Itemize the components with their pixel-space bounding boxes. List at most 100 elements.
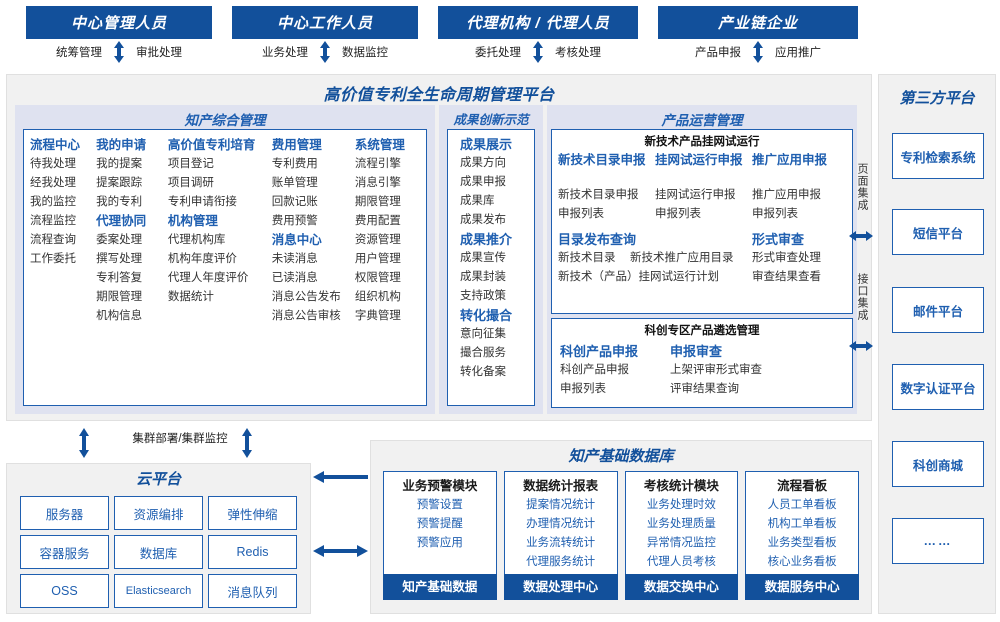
nt-review-item-0[interactable]: 形式审查处理 [752,252,821,264]
db-col1-item-2[interactable]: 业务流转统计 [526,537,596,549]
nt-col1-item-0[interactable]: 挂网试运行申报 [655,189,736,201]
db-col1-head[interactable]: 数据统计报表 [523,479,599,493]
inn-item-9[interactable]: 转化备案 [460,366,506,378]
db-col2-footer[interactable]: 数据交换中心 [624,574,739,600]
nt-review-item-1[interactable]: 审查结果查看 [752,271,821,283]
ip-col4-item-3[interactable]: 费用配置 [354,215,401,227]
sci-col0-item-1[interactable]: 申报列表 [560,383,606,395]
db-col1-item-1[interactable]: 办理情况统计 [526,518,596,530]
third-party-item-0[interactable]: 专利检索系统 [892,133,984,179]
sci-col1-item-1[interactable]: 评审结果查询 [670,383,739,395]
inn-item-1[interactable]: 成果申报 [460,176,506,188]
ip-col2-item-6[interactable]: 数据统计 [167,291,214,303]
db-col3-item-0[interactable]: 人员工单看板 [767,499,837,511]
ip-col1-item-2[interactable]: 我的专利 [96,196,143,208]
ip-col2-item-5[interactable]: 代理人年度评价 [167,272,249,284]
nt-col1-head[interactable]: 挂网试运行申报 [655,153,743,167]
nt-catalog-item-1[interactable]: 新技术推广应用目录 [630,252,734,264]
ip-col1-item-6[interactable]: 期限管理 [96,291,143,303]
ip-col0-item-5[interactable]: 工作委托 [30,253,76,265]
inn-item-7[interactable]: 意向征集 [460,328,506,340]
nt-col0-head[interactable]: 新技术目录申报 [558,153,646,167]
cloud-cell-2[interactable]: 弹性伸缩 [208,496,297,530]
role-title-2[interactable]: 代理机构 / 代理人员 [438,6,638,39]
nt-catalog-item-2[interactable]: 新技术（产品）挂网试运行计划 [558,271,719,283]
cloud-cell-5[interactable]: Redis [208,535,297,569]
ip-col2-item-1[interactable]: 项目调研 [167,177,214,189]
ip-col4-head-0[interactable]: 系统管理 [354,138,405,152]
ip-col1-head-1[interactable]: 代理协同 [96,214,147,228]
ip-col2-item-4[interactable]: 机构年度评价 [167,253,237,265]
db-col2-item-1[interactable]: 业务处理质量 [646,518,716,530]
nt-col2-head[interactable]: 推广应用申报 [752,153,828,167]
ip-col3-item-6[interactable]: 消息公告发布 [271,291,341,303]
cloud-cell-3[interactable]: 容器服务 [20,535,109,569]
ip-col3-item-5[interactable]: 已读消息 [271,272,318,284]
db-col3-head[interactable]: 流程看板 [777,479,828,493]
role-title-1[interactable]: 中心工作人员 [232,6,418,39]
ip-col0-item-3[interactable]: 流程监控 [30,215,76,227]
db-col0-head[interactable]: 业务预警模块 [402,479,478,493]
nt-col1-item-1[interactable]: 申报列表 [655,208,701,220]
ip-col4-item-0[interactable]: 流程引擎 [354,158,401,170]
ip-col1-item-5[interactable]: 专利答复 [96,272,143,284]
nt-col2-item-0[interactable]: 推广应用申报 [752,189,821,201]
nt-review-head[interactable]: 形式审查 [752,232,805,247]
ip-col0-item-1[interactable]: 经我处理 [30,177,76,189]
db-col1-item-0[interactable]: 提案情况统计 [526,499,596,511]
db-col0-item-2[interactable]: 预警应用 [416,537,463,549]
ip-col1-item-3[interactable]: 委案处理 [96,234,143,246]
ip-col3-head-1[interactable]: 消息中心 [271,233,322,247]
ip-col0-item-0[interactable]: 待我处理 [30,158,76,170]
ip-col3-item-4[interactable]: 未读消息 [271,253,318,265]
ip-col2-head-1[interactable]: 机构管理 [167,214,218,228]
inn-item-6[interactable]: 支持政策 [460,290,506,302]
third-party-item-5[interactable]: …… [892,518,984,564]
cloud-cell-0[interactable]: 服务器 [20,496,109,530]
db-col1-item-3[interactable]: 代理服务统计 [526,556,596,568]
db-col3-item-3[interactable]: 核心业务看板 [767,556,837,568]
inn-item-4[interactable]: 成果宣传 [460,252,506,264]
ip-col3-item-7[interactable]: 消息公告审核 [271,310,341,322]
inn-item-8[interactable]: 撮合服务 [460,347,506,359]
db-col2-item-3[interactable]: 代理人员考核 [646,556,716,568]
sci-col0-item-0[interactable]: 科创产品申报 [560,364,629,376]
ip-col2-item-0[interactable]: 项目登记 [167,158,214,170]
ip-col1-item-7[interactable]: 机构信息 [96,310,143,322]
inn-item-2[interactable]: 成果库 [460,195,495,207]
ip-col4-item-5[interactable]: 用户管理 [354,253,401,265]
ip-col3-item-1[interactable]: 账单管理 [271,177,318,189]
ip-col2-item-3[interactable]: 代理机构库 [167,234,226,246]
ip-col1-item-0[interactable]: 我的提案 [96,158,143,170]
ip-col2-item-2[interactable]: 专利申请衔接 [167,196,237,208]
db-col0-item-0[interactable]: 预警设置 [416,499,463,511]
db-col3-item-1[interactable]: 机构工单看板 [767,518,837,530]
ip-col0-head-0[interactable]: 流程中心 [30,138,81,152]
cloud-cell-7[interactable]: Elasticsearch [114,574,203,608]
db-col3-item-2[interactable]: 业务类型看板 [767,537,837,549]
inn-head-2[interactable]: 转化撮合 [460,308,513,323]
inn-item-5[interactable]: 成果封装 [460,271,506,283]
ip-col1-item-1[interactable]: 提案跟踪 [96,177,143,189]
cloud-cell-8[interactable]: 消息队列 [208,574,297,608]
db-col3-footer[interactable]: 数据服务中心 [745,574,859,600]
ip-col2-head-0[interactable]: 高价值专利培育 [167,138,256,152]
db-col0-item-1[interactable]: 预警提醒 [416,518,463,530]
cloud-cell-6[interactable]: OSS [20,574,109,608]
ip-col4-item-1[interactable]: 消息引擎 [354,177,401,189]
role-title-3[interactable]: 产业链企业 [658,6,858,39]
ip-col1-head-0[interactable]: 我的申请 [96,138,147,152]
inn-item-0[interactable]: 成果方向 [460,157,506,169]
third-party-item-2[interactable]: 邮件平台 [892,287,984,333]
inn-head-0[interactable]: 成果展示 [460,137,513,152]
cloud-cell-1[interactable]: 资源编排 [114,496,203,530]
db-col2-item-0[interactable]: 业务处理时效 [646,499,716,511]
sci-col1-item-0[interactable]: 上架评审形式审查 [670,364,762,376]
ip-col4-item-6[interactable]: 权限管理 [354,272,401,284]
cloud-cell-4[interactable]: 数据库 [114,535,203,569]
inn-item-3[interactable]: 成果发布 [460,214,506,226]
ip-col4-item-7[interactable]: 组织机构 [354,291,401,303]
third-party-item-3[interactable]: 数字认证平台 [892,364,984,410]
nt-col0-item-0[interactable]: 新技术目录申报 [558,189,639,201]
ip-col4-item-4[interactable]: 资源管理 [354,234,401,246]
